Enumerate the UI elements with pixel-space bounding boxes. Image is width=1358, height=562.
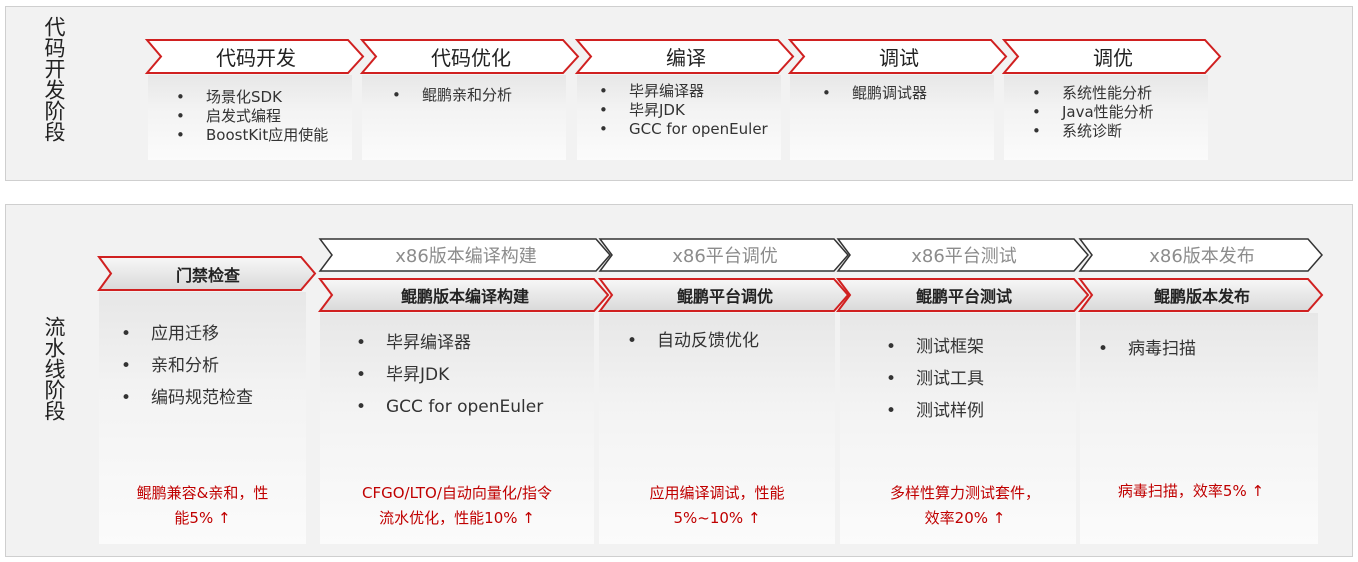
list-item: 毕昇JDK [599,101,768,120]
pipeline-step-items: 病毒扫描 [1098,333,1196,365]
list-item: GCC for openEuler [599,120,768,139]
pipeline-step-card: 自动反馈优化 应用编译调试，性能 5%~10% ↑ [599,313,835,544]
arrow-shape [318,278,610,312]
dev-step-arrow: 调优 [1001,39,1222,74]
list-item: 测试框架 [886,331,984,363]
dev-step-card: 系统性能分析 Java性能分析 系统诊断 [1004,75,1208,160]
list-item: BoostKit应用使能 [176,126,328,145]
arrow-shape [1078,278,1324,312]
list-item: GCC for openEuler [356,391,543,423]
performance-note: 病毒扫描，效率5% ↑ [1080,479,1302,504]
x86-step-arrow: x86版本发布 [1078,238,1324,272]
arrow-shape [598,238,849,272]
list-item: 系统性能分析 [1032,84,1154,103]
list-item: 鲲鹏亲和分析 [392,86,512,105]
performance-note: 多样性算力测试套件， 效率20% ↑ [840,481,1090,531]
list-item: 亲和分析 [121,350,253,382]
performance-note: 鲲鹏兼容&亲和，性 能5% ↑ [99,481,306,531]
pipeline-step-items: 测试框架 测试工具 测试样例 [886,331,984,427]
pipeline-step-card: 应用迁移 亲和分析 编码规范检查 鲲鹏兼容&亲和，性 能5% ↑ [99,292,306,544]
pipeline-step-items: 自动反馈优化 [627,325,759,357]
performance-note: 应用编译调试，性能 5%~10% ↑ [599,481,835,531]
performance-note: CFGO/LTO/自动向量化/指令 流水优化，性能10% ↑ [320,481,594,531]
note-line: 5%~10% ↑ [673,509,761,527]
list-item: 毕昇编译器 [599,82,768,101]
pipeline-step-arrow: 门禁检查 [97,256,317,291]
list-item: 系统诊断 [1032,122,1154,141]
arrow-shape [787,39,1008,74]
note-line: 效率20% ↑ [924,509,1006,527]
x86-step-arrow: x86版本编译构建 [318,238,612,272]
note-line: CFGO/LTO/自动向量化/指令 [362,484,552,502]
list-item: 测试样例 [886,395,984,427]
dev-step-card: 毕昇编译器 毕昇JDK GCC for openEuler [577,75,781,160]
arrow-shape [359,39,580,74]
dev-step-arrow: 编译 [574,39,795,74]
note-line: 流水优化，性能10% ↑ [379,509,535,527]
note-line: 多样性算力测试套件， [889,484,1040,502]
dev-step-items: 系统性能分析 Java性能分析 系统诊断 [1032,84,1154,141]
list-item: 场景化SDK [176,88,328,107]
list-item: 毕昇编译器 [356,327,543,359]
list-item: 编码规范检查 [121,382,253,414]
dev-step-arrow: 调试 [787,39,1008,74]
arrow-shape [1078,238,1323,272]
arrow-shape [598,278,850,312]
arrow-shape [318,238,611,272]
x86-step-arrow: x86平台调优 [598,238,850,272]
dev-step-card: 鲲鹏调试器 [790,75,994,160]
arrow-shape [836,238,1089,272]
arrow-shape [97,256,317,291]
arrow-shape [144,39,365,74]
dev-step-arrow: 代码优化 [359,39,580,74]
note-line: 应用编译调试，性能 [649,484,785,502]
pipeline-stage-label: 流水线阶段 [42,316,66,421]
dev-step-arrow: 代码开发 [144,39,365,74]
note-line: 病毒扫描，效率5% ↑ [1117,482,1265,500]
list-item: 测试工具 [886,363,984,395]
note-line: 能5% ↑ [174,509,231,527]
x86-step-arrow: x86平台测试 [836,238,1090,272]
dev-stage-label: 代码开发阶段 [42,16,66,142]
pipeline-step-card: 病毒扫描 病毒扫描，效率5% ↑ [1080,313,1318,544]
list-item: 应用迁移 [121,318,253,350]
dev-step-items: 场景化SDK 启发式编程 BoostKit应用使能 [176,88,328,145]
note-line: 鲲鹏兼容&亲和，性 [136,484,269,502]
list-item: 毕昇JDK [356,359,543,391]
pipeline-step-arrow: 鲲鹏版本发布 [1078,278,1324,312]
pipeline-step-arrow: 鲲鹏平台测试 [836,278,1090,312]
list-item: 鲲鹏调试器 [822,84,927,103]
pipeline-step-items: 毕昇编译器 毕昇JDK GCC for openEuler [356,327,543,423]
list-item: 启发式编程 [176,107,328,126]
pipeline-step-items: 应用迁移 亲和分析 编码规范检查 [121,318,253,414]
arrow-shape [574,39,795,74]
pipeline-step-card: 毕昇编译器 毕昇JDK GCC for openEuler CFGO/LTO/自… [320,313,594,544]
dev-step-items: 毕昇编译器 毕昇JDK GCC for openEuler [599,82,768,139]
arrow-shape [1001,39,1222,74]
list-item: Java性能分析 [1032,103,1154,122]
dev-step-items: 鲲鹏亲和分析 [392,86,512,105]
pipeline-step-arrow: 鲲鹏版本编译构建 [318,278,610,312]
dev-step-items: 鲲鹏调试器 [822,84,927,103]
dev-step-card: 鲲鹏亲和分析 [362,75,566,160]
pipeline-step-card: 测试框架 测试工具 测试样例 多样性算力测试套件， 效率20% ↑ [840,313,1076,544]
pipeline-step-arrow: 鲲鹏平台调优 [598,278,850,312]
list-item: 自动反馈优化 [627,325,759,357]
arrow-shape [836,278,1090,312]
dev-step-card: 场景化SDK 启发式编程 BoostKit应用使能 [148,75,352,160]
list-item: 病毒扫描 [1098,333,1196,365]
